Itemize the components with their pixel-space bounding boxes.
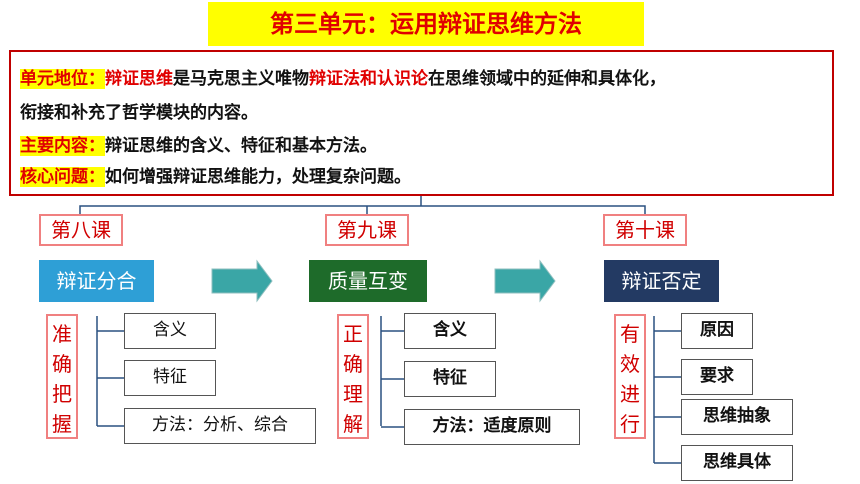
arrow-right-icon [211, 259, 273, 303]
core-question-text: 如何增强辩证思维能力，处理复杂问题。 [105, 167, 411, 187]
vertical-char: 把 [52, 382, 72, 406]
overview-line-main-content: 主要内容：辩证思维的含义、特征和基本方法。 [20, 134, 377, 158]
lesson-10-item-abstract-thinking: 思维抽象 [681, 399, 793, 435]
lesson-9-item-meaning: 含义 [404, 313, 496, 349]
overview-line-core-question: 核心问题：如何增强辩证思维能力，处理复杂问题。 [20, 165, 411, 189]
status-term-dialectical-thinking: 辩证思维 [105, 69, 173, 89]
vertical-char: 理 [343, 382, 363, 406]
vertical-char: 效 [620, 352, 640, 376]
page-title: 第三单元：运用辩证思维方法 [208, 2, 644, 46]
core-question-label: 核心问题： [20, 167, 105, 187]
topic-dialectical-analysis-synthesis: 辩证分合 [39, 260, 154, 302]
lesson-8-item-features: 特征 [124, 360, 216, 396]
lesson-10-vertical-label: 有 效 进 行 [614, 314, 646, 439]
lesson-9-vertical-label: 正 确 理 解 [337, 314, 369, 439]
vertical-char: 正 [343, 322, 363, 346]
topic-quantitative-qualitative-change: 质量互变 [309, 260, 427, 302]
main-content-text: 辩证思维的含义、特征和基本方法。 [105, 136, 377, 156]
lesson-8-vertical-label: 准 确 把 握 [46, 314, 78, 439]
vertical-char: 确 [343, 352, 363, 376]
unit-overview-box: 单元地位：辩证思维是马克思主义唯物辩证法和认识论在思维领域中的延伸和具体化， 衔… [9, 50, 834, 196]
lesson-9-item-method: 方法：适度原则 [404, 409, 580, 445]
status-label: 单元地位： [20, 69, 105, 89]
topic-dialectical-negation: 辩证否定 [604, 260, 719, 302]
arrow-right-icon [494, 259, 556, 303]
status-text-b: 在思维领域中的延伸和具体化， [428, 69, 666, 89]
vertical-char: 准 [52, 322, 72, 346]
overview-line-continuation: 衔接和补充了哲学模块的内容。 [20, 103, 258, 123]
status-text-a: 是马克思主义唯物 [173, 69, 309, 89]
lesson-9-label: 第九课 [325, 214, 409, 246]
main-content-label: 主要内容： [20, 136, 105, 156]
lesson-8-item-meaning: 含义 [124, 313, 216, 349]
vertical-char: 解 [343, 412, 363, 436]
lesson-8-item-method: 方法：分析、综合 [124, 408, 316, 444]
vertical-char: 握 [52, 412, 72, 436]
vertical-char: 进 [620, 382, 640, 406]
lesson-10-item-requirements: 要求 [681, 359, 753, 395]
lesson-9-item-features: 特征 [404, 361, 496, 397]
lesson-8-label: 第八课 [39, 214, 123, 246]
lesson-10-item-cause: 原因 [681, 313, 753, 349]
overview-line-status: 单元地位：辩证思维是马克思主义唯物辩证法和认识论在思维领域中的延伸和具体化， [20, 67, 666, 91]
lesson-10-label: 第十课 [603, 214, 687, 246]
status-term-dialectics: 辩证法和认识论 [309, 69, 428, 89]
vertical-char: 有 [620, 322, 640, 346]
lesson-10-item-concrete-thinking: 思维具体 [681, 445, 793, 481]
vertical-char: 确 [52, 352, 72, 376]
vertical-char: 行 [620, 412, 640, 436]
